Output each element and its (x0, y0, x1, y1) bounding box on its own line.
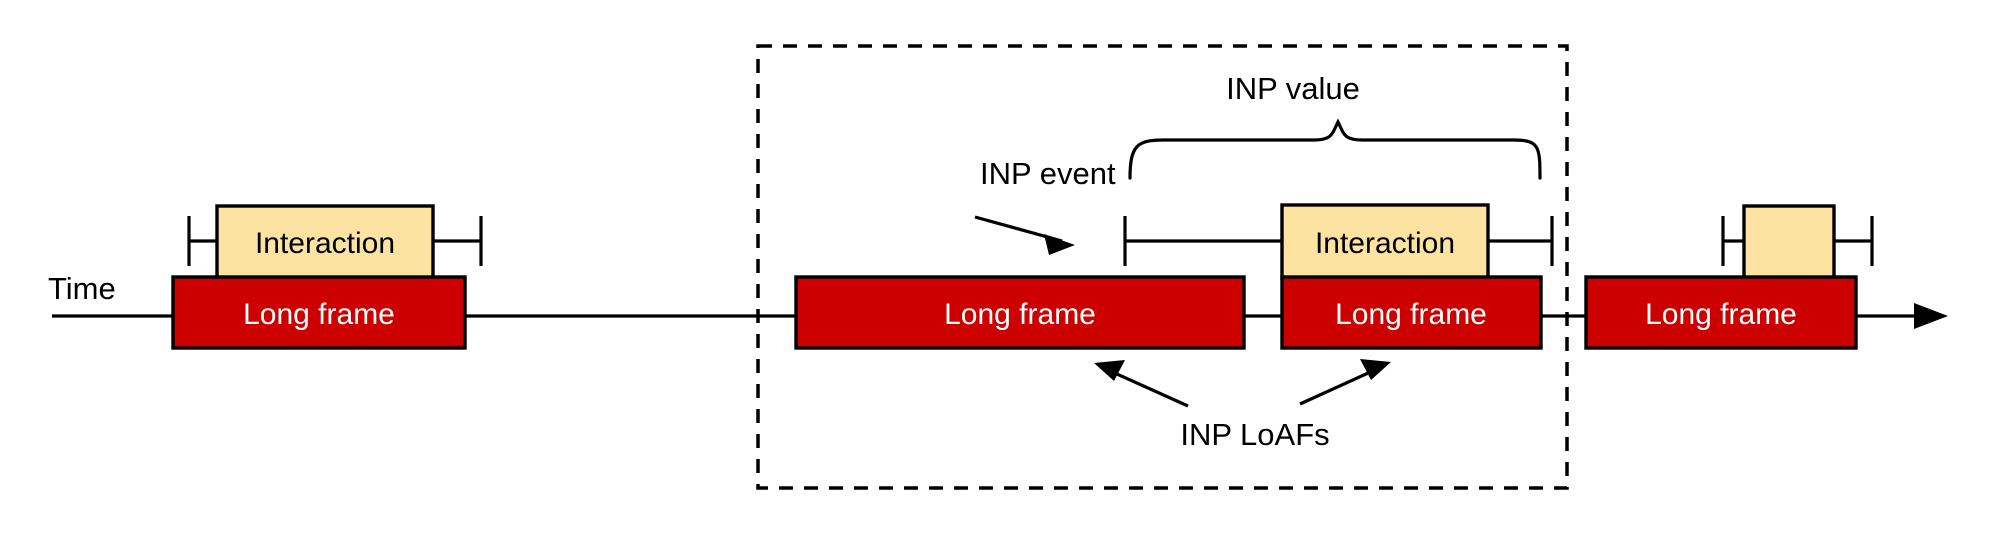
inp-loafs-arrow-left (1094, 360, 1189, 408)
group4-interaction-box[interactable] (1742, 204, 1836, 280)
group1-long-frame[interactable]: Long frame (171, 275, 467, 350)
group3-long-frame-label: Long frame (1335, 298, 1487, 331)
group2-long-frame-label: Long frame (944, 298, 1096, 331)
group3-interaction-label: Interaction (1315, 227, 1455, 260)
inp-measurement-region (756, 44, 1569, 490)
inp-loafs-label: INP LoAFs (1180, 417, 1329, 452)
group3-interaction-box[interactable]: Interaction (1280, 203, 1490, 280)
group4-interaction-ticks (1721, 216, 1874, 266)
group4-long-frame[interactable]: Long frame (1584, 275, 1858, 350)
inp-value-measure-ticks (1123, 216, 1554, 266)
inp-value-brace (1128, 118, 1542, 180)
group1-long-frame-label: Long frame (243, 298, 395, 331)
inp-value-label: INP value (1226, 71, 1360, 106)
inp-event-arrow (974, 215, 1075, 255)
time-axis-label: Time (48, 271, 116, 306)
group4-long-frame-label: Long frame (1645, 298, 1797, 331)
inp-loafs-arrow-right (1299, 359, 1391, 406)
group2-long-frame[interactable]: Long frame (794, 275, 1246, 350)
group1-interaction-box[interactable]: Interaction (215, 204, 435, 280)
inp-event-label: INP event (980, 156, 1116, 191)
timeline-arrow-head (1914, 303, 1948, 329)
group1-interaction-label: Interaction (255, 227, 395, 260)
group1-interaction-ticks (187, 216, 483, 266)
group3-long-frame[interactable]: Long frame (1280, 275, 1543, 350)
